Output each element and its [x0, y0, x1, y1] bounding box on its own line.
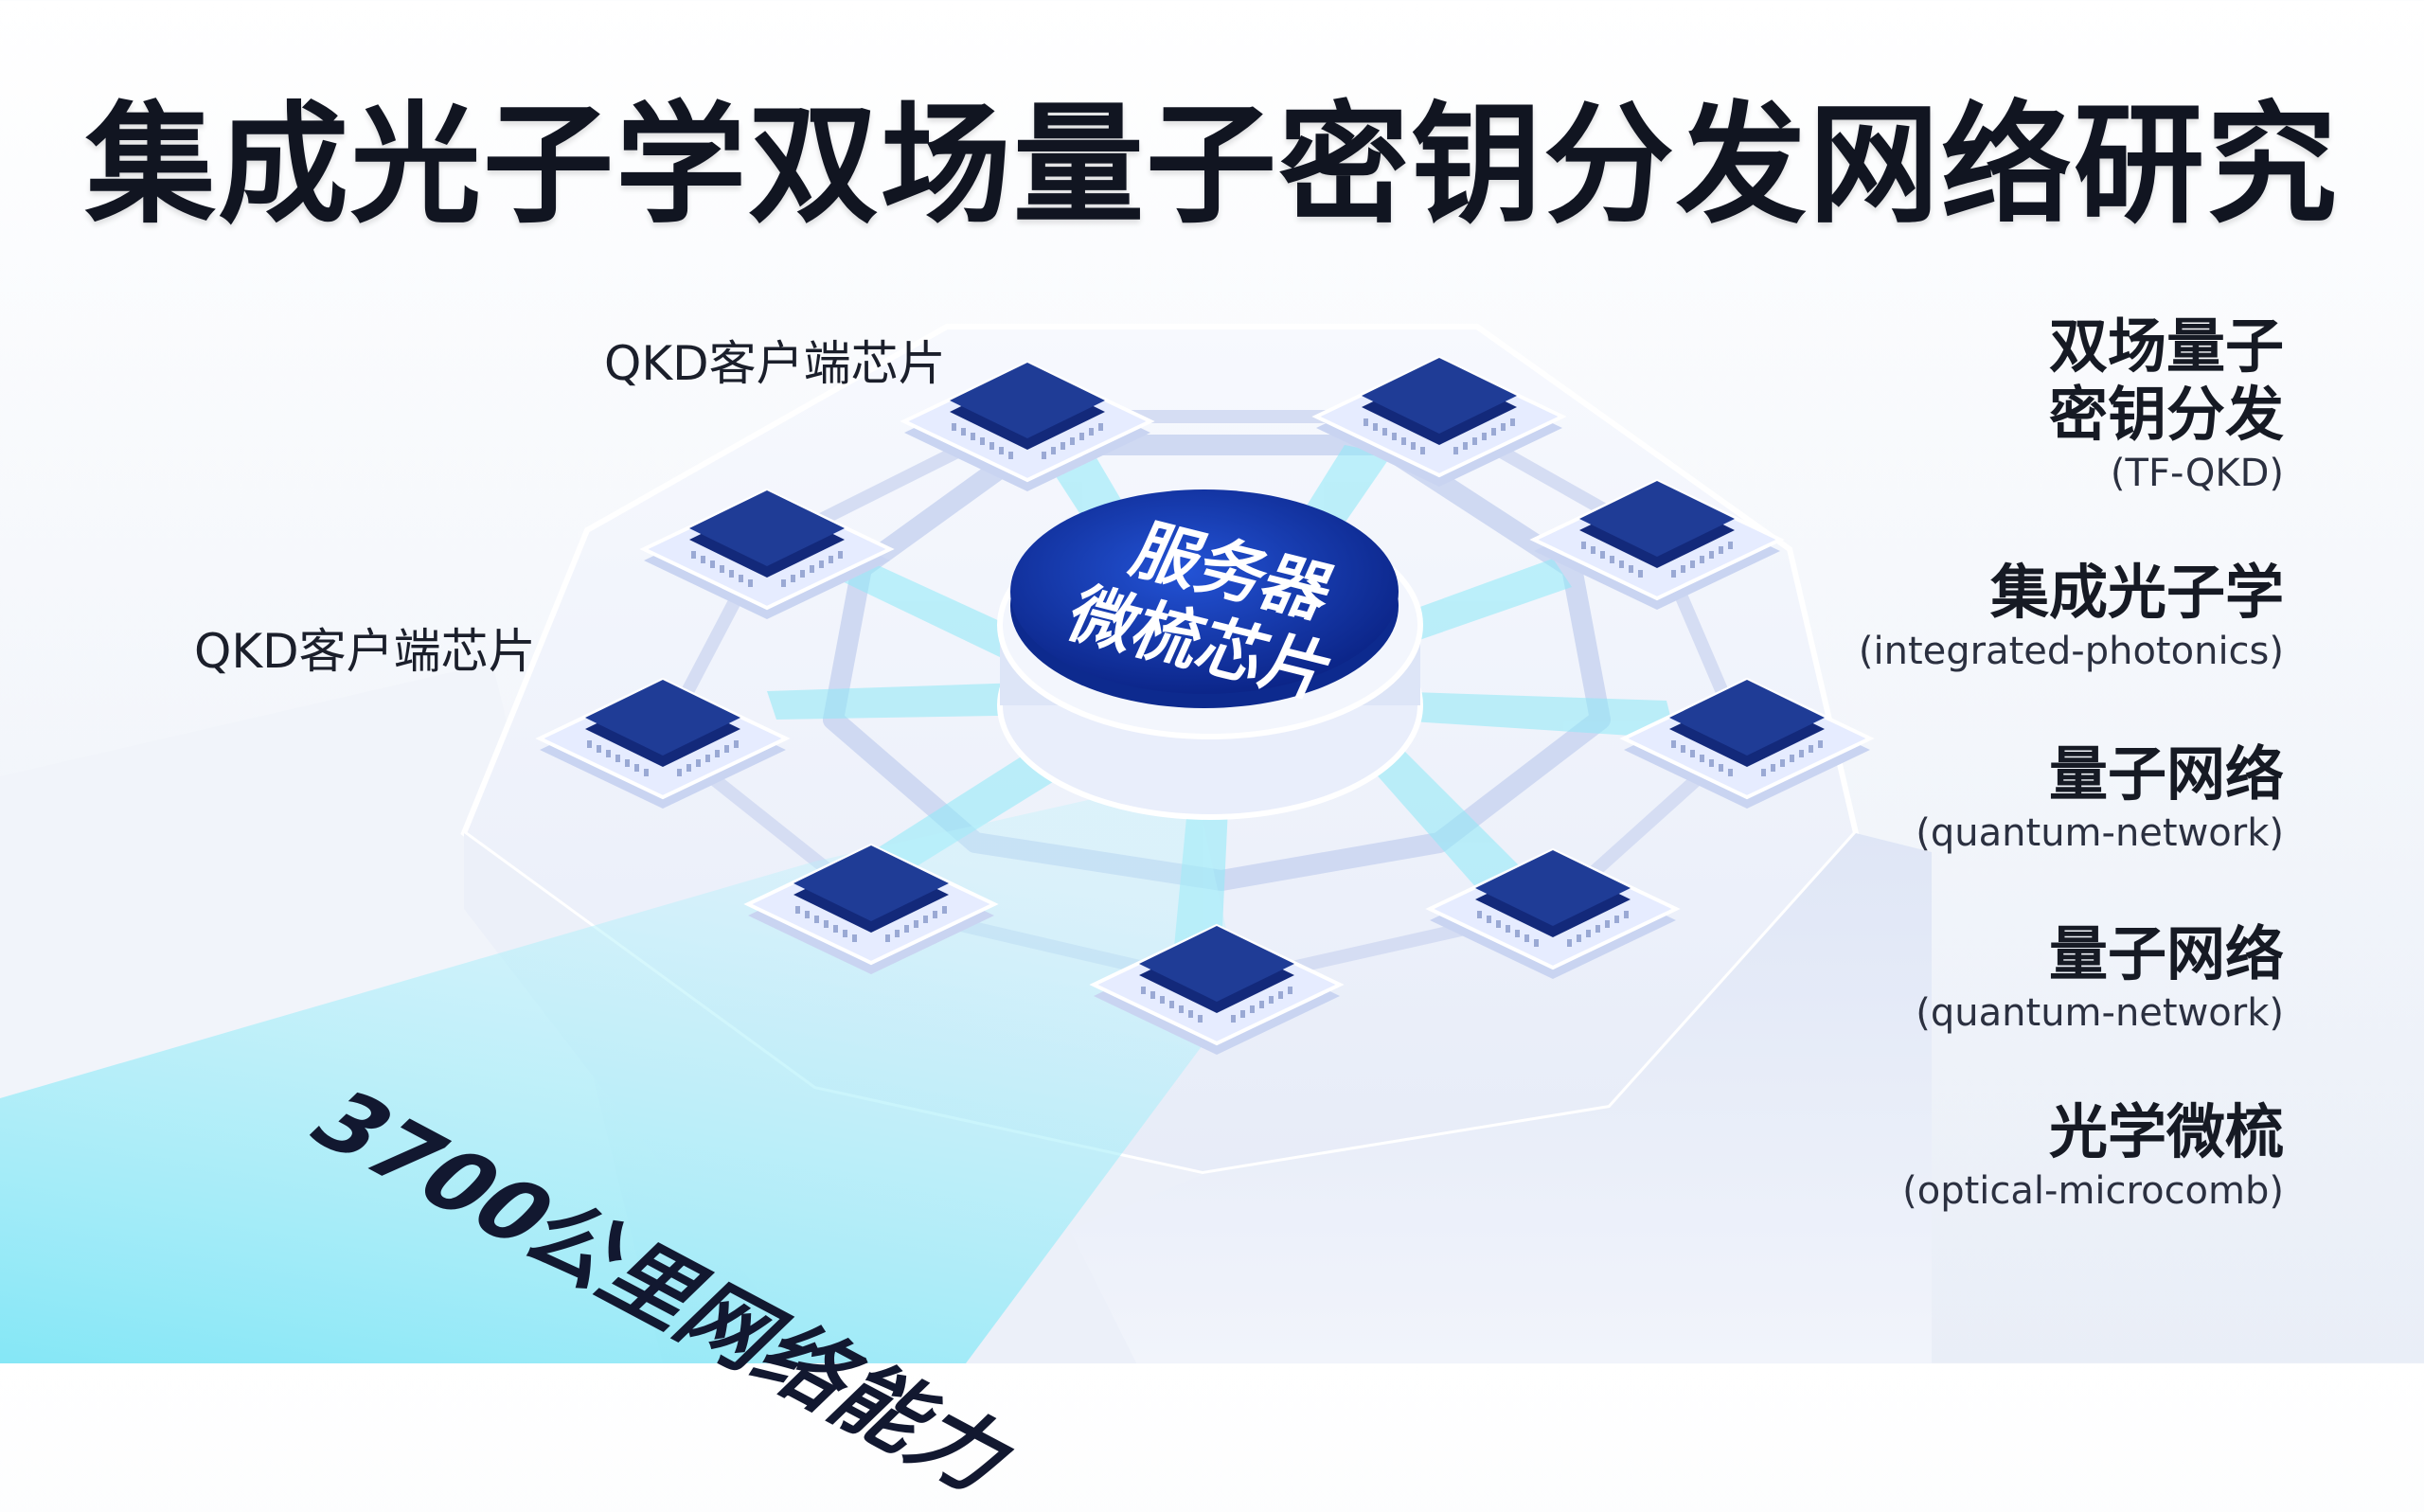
client-chips: [535, 355, 1875, 1055]
chip-label-top: QKD客户端芯片: [604, 336, 946, 391]
outer-ring-links: [656, 410, 1749, 991]
side-label-en: (quantum-network): [1916, 811, 2284, 855]
server-hub: [997, 489, 1423, 820]
qkd-client-chip: [1425, 847, 1681, 979]
qkd-client-chip: [1089, 923, 1345, 1055]
chip-label-left: QKD客户端芯片: [194, 624, 536, 679]
side-label-zh: 光学微梳: [2048, 1097, 2284, 1166]
side-label-en: (integrated-photonics): [1858, 630, 2284, 673]
platform-side: [1070, 833, 1932, 1363]
page-title: 集成光子学双场量子密钥分发网络研究: [84, 89, 2339, 241]
side-label-network-2: 量子网络 (quantum-network): [1754, 920, 2284, 1038]
side-label-zh: 双场量子 密钥分发: [2048, 311, 2284, 449]
inner-ring: [823, 435, 1611, 891]
side-label-en: (quantum-network): [1916, 991, 2284, 1035]
side-label-network-1: 量子网络 (quantum-network): [1754, 740, 2284, 858]
side-label-tfqkd: 双场量子 密钥分发 (TF-QKD): [1754, 312, 2284, 498]
qkd-client-chip: [743, 843, 999, 974]
qkd-client-chip: [900, 360, 1155, 491]
side-label-en: (TF-QKD): [2110, 452, 2284, 495]
qkd-client-chip: [1619, 677, 1875, 809]
qkd-client-chip: [639, 488, 895, 619]
side-label-en: (optical-microcomb): [1902, 1169, 2284, 1213]
network-diagram: [0, 327, 1932, 1363]
qkd-client-chip: [1311, 355, 1567, 487]
side-label-microcomb: 光学微梳 (optical-microcomb): [1754, 1098, 2284, 1216]
qkd-client-chip: [1529, 478, 1785, 610]
side-label-zh: 量子网络: [2048, 739, 2284, 809]
side-label-zh: 量子网络: [2048, 919, 2284, 988]
qkd-client-chip: [535, 677, 791, 809]
side-label-zh: 集成光子学: [1989, 558, 2284, 627]
side-label-photonics: 集成光子学 (integrated-photonics): [1754, 559, 2284, 676]
